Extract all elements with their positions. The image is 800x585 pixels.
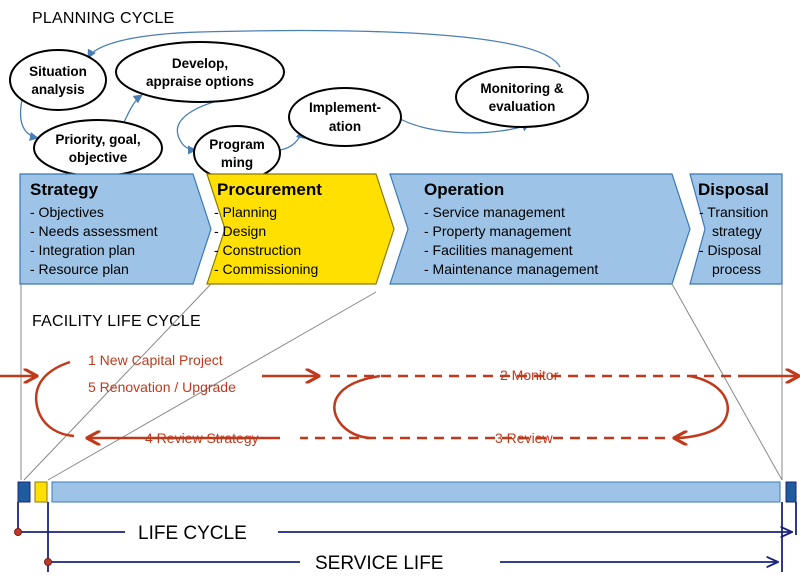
phase-strategy: Strategy - Objectives - Needs assessment…: [19, 173, 212, 285]
guide-lines: [20, 283, 783, 481]
phase-procurement-item-4: - Commissioning: [214, 261, 318, 277]
phases: Strategy - Objectives - Needs assessment…: [19, 173, 783, 285]
phase-disposal-item-3: - Disposal: [699, 242, 761, 258]
node-priority-line2: objective: [69, 150, 128, 165]
flow-label-new-capital: 1 New Capital Project: [88, 352, 223, 368]
node-implementation-line1: Implement-: [309, 100, 381, 115]
node-situation-analysis: Situation analysis: [9, 49, 107, 111]
phase-procurement-shape: [206, 173, 395, 285]
flow-loop-right: [675, 374, 729, 438]
life-cycle-start-dot: [14, 528, 22, 536]
phase-procurement-item-2: - Design: [214, 223, 266, 239]
connector-situation-to-priority: [19, 99, 39, 141]
phase-operation-item-4: - Maintenance management: [424, 261, 598, 277]
flow-label-monitor: 2 Monitor: [500, 367, 559, 383]
phase-disposal-item-2: strategy: [712, 223, 762, 239]
svg-text:Develop,appraise options: Develop, appraise options: [146, 56, 254, 89]
service-life-start-dot: [44, 558, 52, 566]
facility-life-cycle-title: FACILITY LIFE CYCLE: [32, 313, 201, 330]
node-monitoring-line1: Monitoring &: [480, 81, 563, 96]
phase-strategy-item-4: - Resource plan: [30, 261, 129, 277]
node-programming-line1: Program: [209, 137, 265, 152]
node-situation-line2: analysis: [31, 82, 84, 97]
flow-loop-left: [34, 360, 75, 438]
phase-operation: Operation - Service management - Propert…: [389, 173, 691, 285]
node-programming-line2: ming: [221, 155, 253, 170]
phase-procurement-item-3: - Construction: [214, 242, 301, 258]
service-life-label: SERVICE LIFE: [315, 553, 443, 574]
phase-procurement: Procurement - Planning - Design - Constr…: [206, 173, 395, 285]
node-develop-line1: Develop,: [172, 56, 228, 71]
phase-disposal-shape: [689, 173, 783, 285]
phase-procurement-item-1: - Planning: [214, 204, 277, 220]
life-cycle-label: LIFE CYCLE: [138, 523, 247, 544]
phase-disposal-item-1: - Transition: [699, 204, 768, 220]
connector-develop-to-programming: [177, 97, 231, 155]
node-implementation-line2: ation: [329, 119, 361, 134]
timeline-operation-block: [51, 481, 781, 503]
planning-nodes: Situation analysis Develop, appraise optio…: [9, 41, 589, 181]
connector-monitoring-to-situation: [87, 29, 561, 68]
node-priority-goal: Priority, goal, objective: [33, 119, 163, 177]
node-develop-line2: appraise options: [146, 74, 254, 89]
phase-strategy-shape: [19, 173, 212, 285]
phase-disposal-title: Disposal: [698, 180, 769, 199]
flow-label-renovation: 5 Renovation / Upgrade: [88, 379, 236, 395]
phase-procurement-title: Procurement: [217, 180, 322, 199]
node-develop-options: Develop, appraise options: [115, 41, 285, 103]
timeline-strategy-block: [17, 481, 31, 503]
flow-label-review-strategy: 4 Review Strategy: [145, 430, 259, 446]
phase-disposal-item-4: process: [712, 261, 761, 277]
svg-text:Priority, goal,objective: Priority, goal, objective: [55, 132, 140, 165]
planning-cycle-title: PLANNING CYCLE: [32, 10, 175, 27]
flow-loop-middle: [333, 374, 381, 440]
svg-text:Implement-ation: Implement-ation: [309, 100, 381, 134]
phase-strategy-item-2: - Needs assessment: [30, 223, 158, 239]
node-monitoring-evaluation: Monitoring & evaluation: [455, 66, 589, 128]
node-implementation: Implement-ation: [288, 87, 402, 147]
node-priority-line1: Priority, goal,: [55, 132, 140, 147]
node-programming: Program ming: [193, 125, 281, 181]
timeline-disposal-block: [785, 481, 797, 503]
facility-flow: [0, 360, 798, 440]
timeline-bar: [17, 481, 797, 503]
svg-text:Monitoring &evaluation: Monitoring & evaluation: [480, 81, 563, 114]
flow-label-review: 3 Review: [495, 430, 553, 446]
facility-flow-labels: 1 New Capital Project 5 Renovation / Upg…: [88, 352, 559, 446]
node-monitoring-line2: evaluation: [489, 99, 556, 114]
phase-operation-title: Operation: [424, 180, 504, 199]
phase-strategy-item-3: - Integration plan: [30, 242, 135, 258]
phase-operation-item-2: - Property management: [424, 223, 571, 239]
guide-line-procurement: [47, 291, 377, 481]
phase-operation-item-3: - Facilities management: [424, 242, 573, 258]
phase-strategy-title: Strategy: [30, 180, 99, 199]
guide-line-operation: [671, 283, 783, 481]
timeline-procurement-block: [34, 481, 48, 503]
phase-operation-item-1: - Service management: [424, 204, 565, 220]
phase-disposal: Disposal - Transition strategy - Disposa…: [689, 173, 783, 285]
node-situation-line1: Situation: [29, 64, 87, 79]
guide-line-strategy: [23, 283, 212, 481]
phase-strategy-item-1: - Objectives: [30, 204, 104, 220]
